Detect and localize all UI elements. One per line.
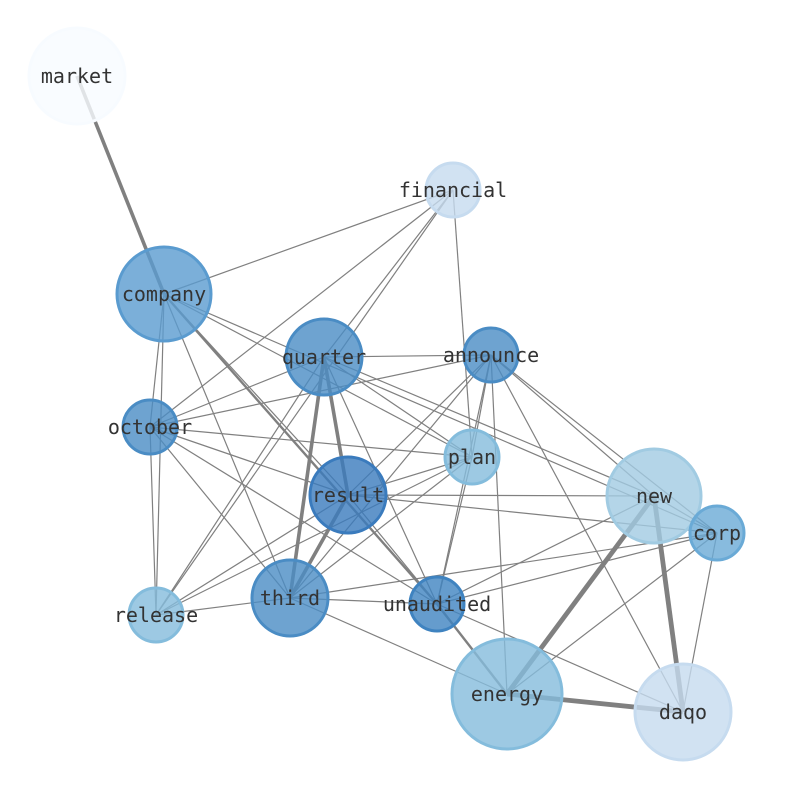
node-circle[interactable]	[443, 428, 501, 486]
node-quarter[interactable]: quarter	[282, 317, 366, 397]
edge-announce-energy	[490, 354, 508, 695]
node-label: october	[108, 415, 192, 439]
node-new[interactable]: new	[605, 447, 703, 545]
edge-company-third	[163, 293, 291, 599]
edge-corp-third	[289, 532, 718, 599]
node-label: new	[636, 484, 673, 508]
node-label: daqo	[659, 700, 707, 724]
node-energy[interactable]: energy	[450, 637, 564, 751]
node-circle[interactable]	[462, 326, 520, 384]
node-market[interactable]: market	[27, 26, 127, 126]
node-label: company	[122, 282, 206, 306]
edge-october-release	[149, 426, 157, 616]
node-label: corp	[693, 521, 741, 545]
node-company[interactable]: company	[115, 245, 213, 343]
node-circle[interactable]	[450, 637, 564, 751]
node-label: unaudited	[383, 592, 491, 616]
node-unaudited[interactable]: unaudited	[383, 575, 491, 633]
node-third[interactable]: third	[250, 558, 330, 638]
node-circle[interactable]	[27, 26, 127, 126]
node-circle[interactable]	[424, 161, 482, 219]
edge-company-unaudited	[163, 293, 438, 605]
edge-quarter-third	[288, 356, 326, 599]
edge-company-financial	[163, 189, 454, 295]
edge-result-new	[347, 494, 655, 497]
node-label: result	[312, 483, 384, 507]
node-label: market	[41, 64, 113, 88]
edge-october-plan	[149, 426, 473, 458]
edge-quarter-new	[323, 356, 655, 497]
nodes-layer: market financial company quarter announce oct…	[27, 26, 746, 762]
node-circle[interactable]	[127, 586, 185, 644]
node-circle[interactable]	[408, 575, 466, 633]
node-announce[interactable]: announce	[443, 326, 539, 384]
edge-quarter-release	[155, 356, 325, 616]
edge-company-release	[155, 293, 165, 616]
node-label: plan	[448, 445, 496, 469]
node-corp[interactable]: corp	[688, 504, 746, 562]
node-circle[interactable]	[633, 662, 733, 762]
node-label: energy	[471, 682, 543, 706]
edge-october-unaudited	[149, 426, 438, 605]
node-circle[interactable]	[284, 317, 364, 397]
node-circle[interactable]	[688, 504, 746, 562]
edge-announce-daqo	[490, 354, 684, 713]
node-circle[interactable]	[115, 245, 213, 343]
edge-corp-unaudited	[436, 532, 718, 605]
node-label: financial	[399, 178, 507, 202]
node-plan[interactable]: plan	[443, 428, 501, 486]
node-label: announce	[443, 343, 539, 367]
node-circle[interactable]	[121, 398, 179, 456]
node-financial[interactable]: financial	[399, 161, 507, 219]
node-release[interactable]: release	[114, 586, 198, 644]
node-daqo[interactable]: daqo	[633, 662, 733, 762]
edge-financial-plan	[452, 189, 473, 458]
edge-october-financial	[149, 189, 454, 428]
edge-plan-release	[155, 456, 473, 616]
node-result[interactable]: result	[308, 455, 388, 535]
node-label: release	[114, 603, 198, 627]
node-circle[interactable]	[250, 558, 330, 638]
node-circle[interactable]	[605, 447, 703, 545]
edge-financial-release	[155, 189, 454, 616]
edge-announce-third	[289, 354, 492, 599]
node-circle[interactable]	[308, 455, 388, 535]
node-label: third	[260, 586, 320, 610]
node-label: quarter	[282, 345, 366, 369]
node-october[interactable]: october	[108, 398, 192, 456]
